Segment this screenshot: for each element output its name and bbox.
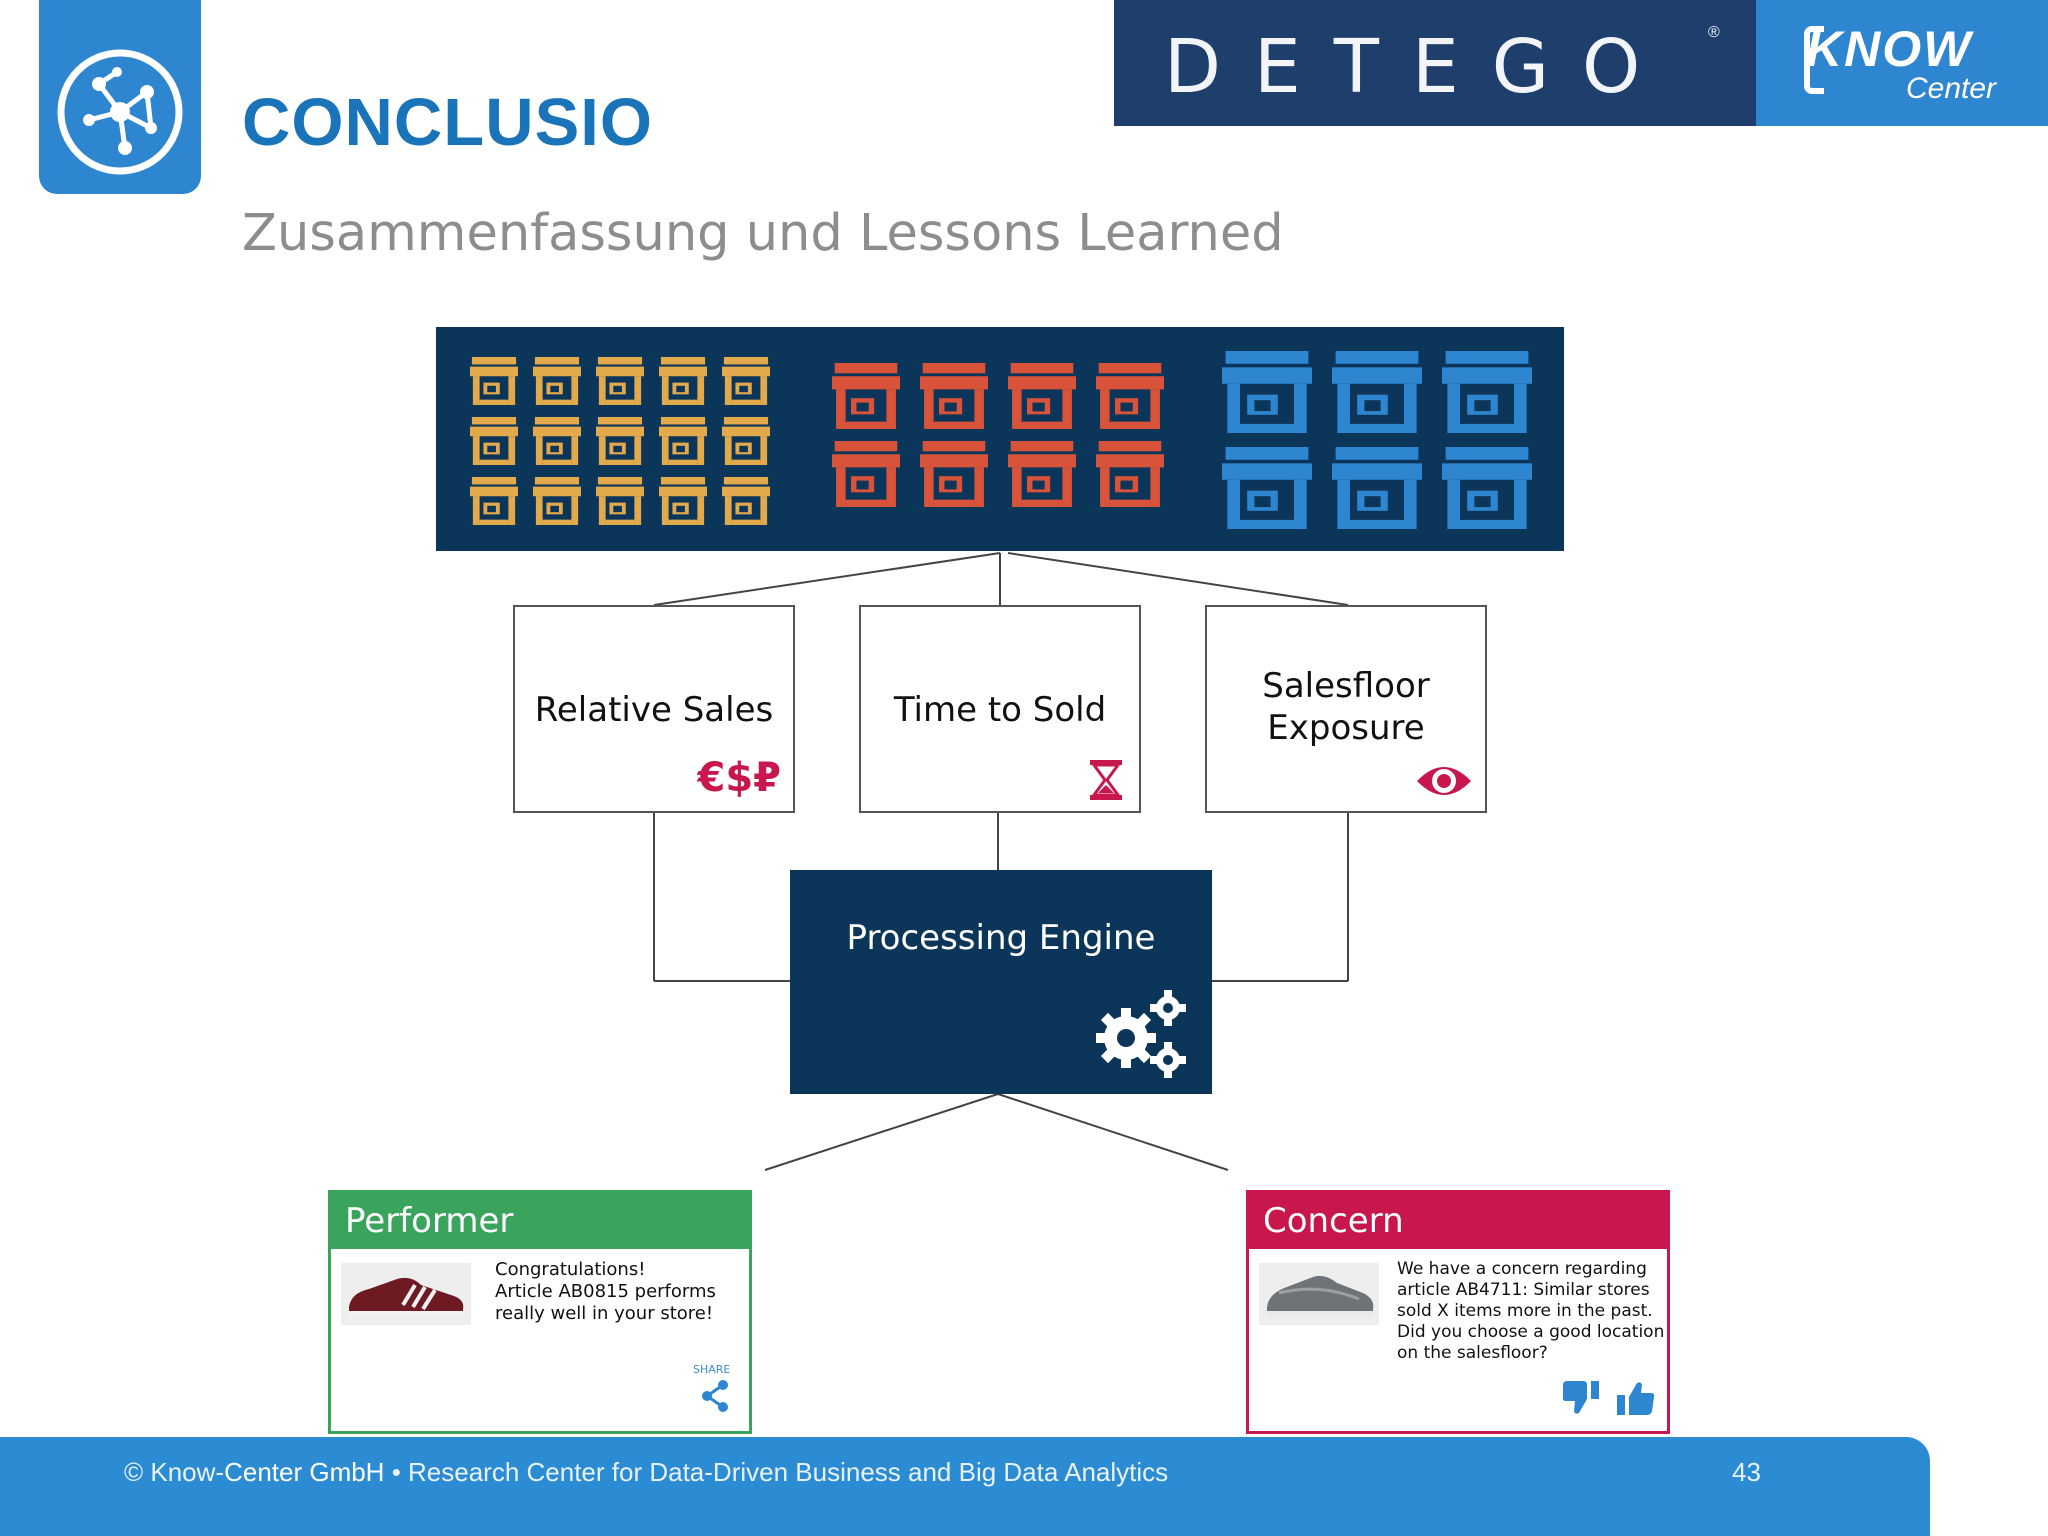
network-logo-tile <box>39 0 201 194</box>
shoe-image-burgundy <box>341 1263 471 1325</box>
store-icon <box>1222 351 1312 433</box>
store-icon <box>1008 363 1076 429</box>
metric-salesfloor-exposure: Salesfloor Exposure <box>1205 605 1487 813</box>
store-icon <box>832 363 900 429</box>
footer-bar: © Know-Center GmbH • Research Center for… <box>0 1437 1930 1536</box>
network-icon <box>57 49 183 175</box>
share-label: SHARE <box>693 1363 731 1376</box>
registered-mark: ® <box>1708 24 1720 41</box>
detego-logo: DETEGO ® <box>1114 0 1756 126</box>
performer-card-title: Performer <box>331 1193 749 1249</box>
message-line: We have a concern regarding <box>1397 1259 1647 1279</box>
store-icon <box>920 441 988 507</box>
metric-label: Relative Sales <box>534 690 774 730</box>
shoe-image-grey <box>1259 1263 1379 1325</box>
store-icon <box>533 477 581 525</box>
store-icon <box>1008 441 1076 507</box>
store-icon <box>722 357 770 405</box>
metric-time-to-sold: Time to Sold <box>859 605 1141 813</box>
footer-company: Center GmbH <box>224 1457 385 1487</box>
know-bracket-shape <box>1804 26 1824 94</box>
metric-label-line-1: Salesfloor <box>1262 666 1430 706</box>
eye-icon <box>1417 767 1471 795</box>
store-icon <box>659 417 707 465</box>
metric-label-line-2: Exposure <box>1267 708 1425 748</box>
hourglass-icon <box>1090 760 1122 800</box>
message-line: article AB4711: Similar stores <box>1397 1280 1650 1300</box>
processing-engine-box: Processing Engine <box>790 870 1212 1094</box>
detego-logo-text: DETEGO <box>1164 24 1674 110</box>
concern-card-title: Concern <box>1249 1193 1667 1249</box>
know-logo-subword: Center <box>1906 72 1997 105</box>
metric-label: Time to Sold <box>893 690 1107 730</box>
store-icon <box>920 363 988 429</box>
store-icon <box>596 477 644 525</box>
store-icon <box>832 441 900 507</box>
page-title: CONCLUSIO <box>242 85 653 160</box>
store-icon <box>1332 447 1422 529</box>
store-icon <box>533 357 581 405</box>
store-icon <box>470 477 518 525</box>
store-icon <box>1442 447 1532 529</box>
message-line: Congratulations! <box>495 1259 646 1280</box>
message-line: Did you choose a good location <box>1397 1322 1665 1342</box>
know-center-logo: KNOW Center <box>1756 0 2048 126</box>
store-icon <box>533 417 581 465</box>
page-subtitle: Zusammenfassung und Lessons Learned <box>242 204 1284 263</box>
footer-copyright: © Know- <box>124 1457 225 1487</box>
message-line: on the salesfloor? <box>1397 1343 1548 1363</box>
gears-icon <box>1096 990 1186 1078</box>
store-icon <box>470 357 518 405</box>
metric-relative-sales: Relative Sales €$₽ <box>513 605 795 813</box>
message-line: really well in your store! <box>495 1303 714 1324</box>
store-icon <box>1442 351 1532 433</box>
thumbs-up-icon[interactable] <box>1615 1381 1657 1415</box>
store-icon <box>1332 351 1422 433</box>
concern-card: Concern We have a concern regarding arti… <box>1246 1190 1670 1434</box>
store-icon <box>470 417 518 465</box>
page-number: 43 <box>1732 1457 1761 1487</box>
store-icon <box>659 477 707 525</box>
performer-card: Performer Congratulations! Article AB081… <box>328 1190 752 1434</box>
footer-text: © Know-Center GmbH • Research Center for… <box>124 1457 1168 1488</box>
footer-tagline: • Research Center for Data-Driven Busine… <box>384 1457 1169 1487</box>
thumbs-down-icon[interactable] <box>1561 1381 1603 1415</box>
store-icon <box>659 357 707 405</box>
store-icon <box>1222 447 1312 529</box>
currency-icon: €$₽ <box>697 755 782 801</box>
know-logo-word: KNOW <box>1806 21 1973 77</box>
store-icon <box>1096 363 1164 429</box>
message-line: sold X items more in the past. <box>1397 1301 1653 1321</box>
message-line: Article AB0815 performs <box>495 1281 716 1302</box>
store-icon <box>722 477 770 525</box>
store-icon <box>596 357 644 405</box>
store-icon <box>1096 441 1164 507</box>
concern-card-body: We have a concern regarding article AB47… <box>1249 1253 1667 1431</box>
performer-card-body: Congratulations! Article AB0815 performs… <box>331 1253 749 1431</box>
store-icon <box>596 417 644 465</box>
share-icon[interactable] <box>699 1379 731 1413</box>
stores-panel <box>436 327 1564 551</box>
processing-engine-label: Processing Engine <box>846 918 1156 958</box>
store-icon <box>722 417 770 465</box>
